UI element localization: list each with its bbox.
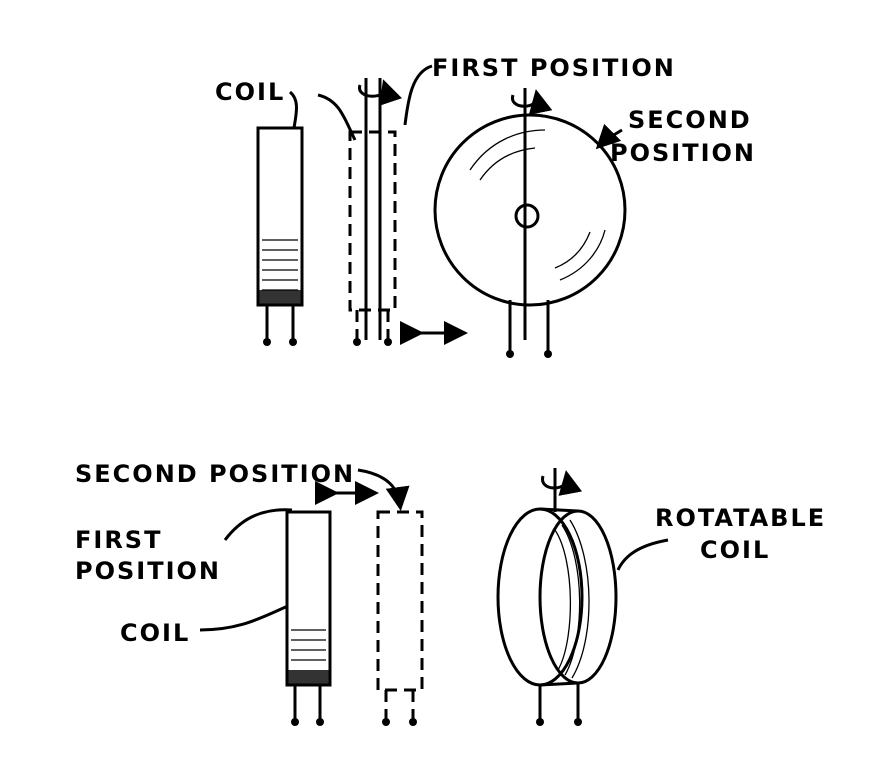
rotatable-ring-coil	[498, 468, 616, 726]
second-position-leader	[358, 470, 400, 505]
coil-leader	[200, 606, 288, 630]
second-position-label-line1: SECOND	[628, 106, 752, 134]
first-position-leader	[405, 66, 432, 125]
fixed-coil	[258, 128, 302, 346]
first-position-label-line2: POSITION	[75, 557, 221, 585]
coil-label: COIL	[215, 78, 285, 106]
rotation-arrow-icon	[360, 85, 386, 96]
bottom-figure: SECOND POSITION FIRST POSITION COIL	[75, 460, 826, 726]
dashed-coil-second-position	[378, 512, 422, 726]
rotatable-coil-label-line2: COIL	[700, 536, 770, 564]
coil-label: COIL	[120, 619, 190, 647]
second-position-label-line2: POSITION	[610, 139, 756, 167]
top-figure: COIL FIRST POSITION	[215, 54, 756, 358]
disk-coil-second-position	[435, 88, 625, 358]
first-position-label-line1: FIRST	[75, 526, 162, 554]
second-position-label: SECOND POSITION	[75, 460, 355, 488]
coil-leader	[290, 92, 297, 128]
rotatable-coil-label-line1: ROTATABLE	[655, 504, 826, 532]
rotatable-coil-leader	[618, 540, 668, 570]
fixed-coil	[287, 512, 330, 726]
first-position-label: FIRST POSITION	[432, 54, 676, 82]
dashed-coil-first-position	[350, 78, 395, 346]
first-position-leader	[225, 510, 292, 540]
